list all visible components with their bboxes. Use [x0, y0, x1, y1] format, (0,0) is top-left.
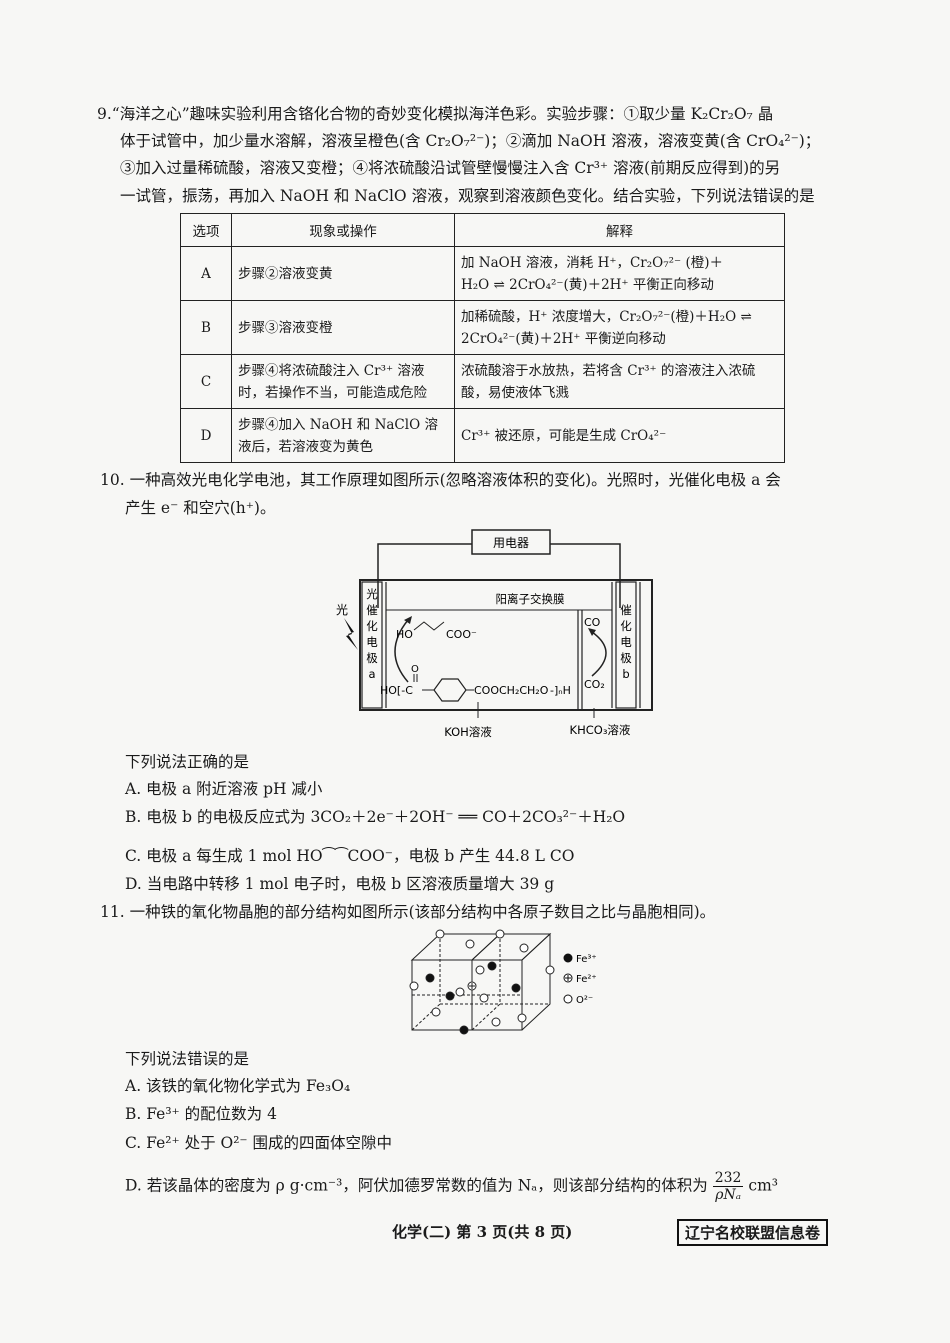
device-label: 用电器 [493, 536, 529, 550]
membrane-label: 阳离子交换膜 [496, 592, 565, 606]
electrode-b-char: 电 [620, 635, 632, 649]
svg-text:-]ₙH: -]ₙH [550, 684, 571, 697]
legend-fe3: Fe³⁺ [576, 954, 597, 965]
table-row: B 步骤③溶液变橙 加稀硫酸，H⁺ 浓度增大，Cr₂O₇²⁻(橙)＋H₂O ⇌ 2… [180, 300, 785, 355]
svg-text:COO⁻: COO⁻ [446, 628, 477, 641]
electrode-a-char: 化 [366, 619, 378, 633]
page-number: 化学(二) 第 3 页(共 8 页) [392, 1223, 573, 1241]
row-ex-line: 酸，易使液体飞溅 [461, 384, 569, 401]
crystal-structure-diagram: Fe³⁺ Fe²⁺ O²⁻ [409, 929, 597, 1035]
table-row: C 步骤④将浓硫酸注入 Cr³⁺ 溶液时，若操作不当，可能造成危险 浓硫酸溶于水… [180, 354, 785, 409]
electrode-a-char: a [368, 667, 375, 681]
svg-text:COOCH₂CH₂O: COOCH₂CH₂O [474, 684, 549, 697]
polymer-formula: HO[-C [380, 684, 413, 697]
row-op-line: 液后，若溶液变为黄色 [238, 438, 373, 455]
electrode-a-char: 极 [366, 651, 378, 665]
electrode-a-char: 光 [366, 587, 378, 601]
row-op-line: 步骤②溶液变黄 [238, 265, 333, 282]
electrode-b-char: 化 [620, 619, 632, 633]
table-row: D 步骤④加入 NaOH 和 NaClO 溶液后，若溶液变为黄色 Cr³⁺ 被还… [180, 408, 785, 463]
row-op-line: 步骤④将浓硫酸注入 Cr³⁺ 溶液 [238, 362, 425, 379]
legend-o2: O²⁻ [576, 995, 593, 1006]
q9-line-1: 9.“海洋之心”趣味实验利用含铬化合物的奇妙变化模拟海洋色彩。实验步骤：①取少量… [97, 105, 774, 123]
table-header-option: 选项 [180, 213, 232, 247]
row-ex-line: 加稀硫酸，H⁺ 浓度增大，Cr₂O₇²⁻(橙)＋H₂O ⇌ [461, 308, 752, 325]
light-label: 光 [336, 603, 348, 617]
co2-label: CO₂ [584, 678, 605, 691]
q10-line-1: 10. 一种高效光电化学电池，其工作原理如图所示(忽略溶液体积的变化)。光照时，… [100, 471, 781, 489]
row-ex-line: 浓硫酸溶于水放热，若将含 Cr³⁺ 的溶液注入浓硫 [461, 362, 756, 379]
q10-option-c: C. 电极 a 每生成 1 mol HO⁀⁀COO⁻，电极 b 产生 44.8 … [125, 847, 575, 865]
table-row: A 步骤②溶液变黄 加 NaOH 溶液，消耗 H⁺，Cr₂O₇²⁻ (橙)＋ H₂… [180, 246, 785, 301]
electrode-a-char: 电 [366, 635, 378, 649]
q10-option-b: B. 电极 b 的电极反应式为 3CO₂＋2e⁻＋2OH⁻ ══ CO＋2CO₃… [125, 808, 626, 826]
q9-table: 选项 现象或操作 解释 A 步骤②溶液变黄 加 NaOH 溶液，消耗 H⁺，Cr… [180, 213, 785, 463]
q9-line-4: 一试管，振荡，再加入 NaOH 和 NaClO 溶液，观察到溶液颜色变化。结合实… [120, 187, 815, 205]
row-option: C [180, 354, 232, 409]
khco3-label: KHCO₃溶液 [570, 723, 631, 737]
row-option: A [180, 246, 232, 301]
volume-unit: cm³ [748, 1176, 778, 1195]
electrode-b-char: b [622, 667, 629, 681]
benzene-ring [433, 678, 467, 702]
row-option: B [180, 300, 232, 355]
fraction-numerator: 232 [712, 1170, 744, 1187]
koh-label: KOH溶液 [444, 725, 492, 739]
q10-option-a: A. 电极 a 附近溶液 pH 减小 [125, 780, 323, 798]
q10-prompt: 下列说法正确的是 [125, 753, 250, 771]
q11-prompt: 下列说法错误的是 [125, 1050, 250, 1068]
lightning-icon [344, 618, 358, 650]
table-header-phenomenon: 现象或操作 [231, 213, 455, 247]
brand-label: 辽宁名校联盟信息卷 [677, 1219, 829, 1246]
q11-option-d-text: D. 若该晶体的密度为 ρ g·cm⁻³，阿伏加德罗常数的值为 Nₐ，则该部分结… [125, 1176, 708, 1195]
q10-line-2: 产生 e⁻ 和空穴(h⁺)。 [125, 499, 276, 517]
q11-option-b: B. Fe³⁺ 的配位数为 4 [125, 1105, 277, 1123]
row-ex-line: 加 NaOH 溶液，消耗 H⁺，Cr₂O₇²⁻ (橙)＋ [461, 254, 724, 271]
volume-fraction: 232 ρNₐ [712, 1170, 744, 1203]
row-op-line: 时，若操作不当，可能造成危险 [238, 384, 427, 401]
row-ex-line: Cr³⁺ 被还原，可能是生成 CrO₄²⁻ [461, 427, 667, 444]
legend-fe2: Fe²⁺ [576, 974, 597, 985]
row-op-line: 步骤③溶液变橙 [238, 319, 333, 336]
row-ex-line: 2CrO₄²⁻(黄)＋2H⁺ 平衡逆向移动 [461, 330, 666, 347]
q11-option-a: A. 该铁的氧化物化学式为 Fe₃O₄ [125, 1077, 351, 1095]
row-op-line: 步骤④加入 NaOH 和 NaClO 溶 [238, 416, 438, 433]
table-header-explanation: 解释 [454, 213, 785, 247]
row-ex-line: H₂O ⇌ 2CrO₄²⁻(黄)＋2H⁺ 平衡正向移动 [461, 276, 714, 293]
q11-line: 11. 一种铁的氧化物晶胞的部分结构如图所示(该部分结构中各原子数目之比与晶胞相… [100, 903, 716, 921]
electrode-a-char: 催 [366, 603, 378, 617]
q11-option-d: D. 若该晶体的密度为 ρ g·cm⁻³，阿伏加德罗常数的值为 Nₐ，则该部分结… [125, 1170, 778, 1203]
q9-line-2: 体于试管中，加少量水溶解，溶液呈橙色(含 Cr₂O₇²⁻)；②滴加 NaOH 溶… [120, 132, 821, 150]
electrode-b-char: 极 [620, 651, 632, 665]
electrochemical-cell-diagram: 用电器 阳离子交换膜 光 催 化 电 极 a 催 化 电 极 b 光 HO [336, 529, 653, 739]
molecule-top: HO [396, 628, 413, 641]
electrode-b-char: 催 [620, 603, 632, 617]
q9-line-3: ③加入过量稀硫酸，溶液又变橙；④将浓硫酸沿试管壁慢慢注入含 Cr³⁺ 溶液(前期… [120, 159, 781, 177]
svg-text:O: O [411, 664, 419, 675]
q11-option-c: C. Fe²⁺ 处于 O²⁻ 围成的四面体空隙中 [125, 1134, 393, 1152]
co-label: CO [584, 616, 601, 629]
fraction-denominator: ρNₐ [715, 1187, 741, 1203]
q10-option-d: D. 当电路中转移 1 mol 电子时，电极 b 区溶液质量增大 39 g [125, 875, 555, 893]
row-option: D [180, 408, 232, 463]
